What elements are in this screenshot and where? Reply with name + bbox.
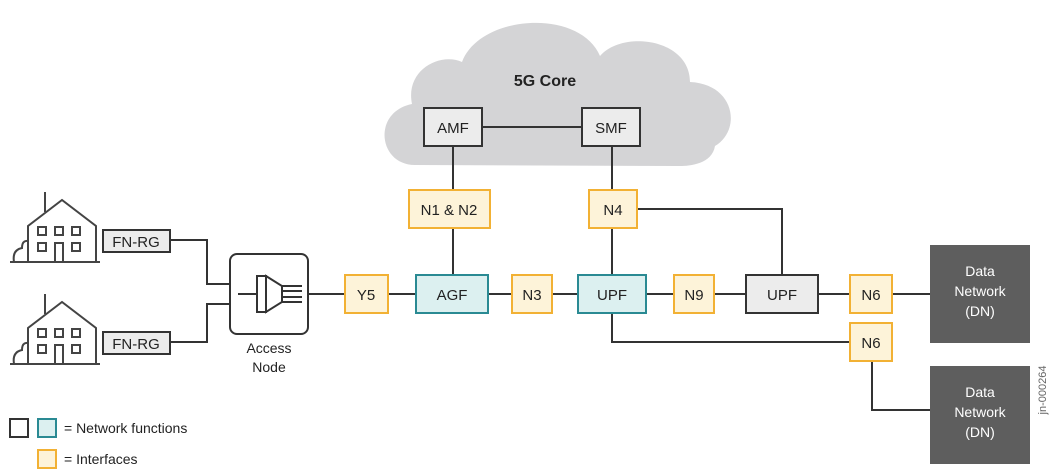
svg-text:Data: Data (965, 384, 995, 400)
access-node: Access Node (229, 253, 309, 375)
smf-node: SMF (581, 107, 641, 147)
data-network-top: Data Network (DN) (930, 245, 1030, 343)
upf-node-main: UPF (577, 274, 647, 314)
svg-text:Network: Network (954, 404, 1006, 420)
svg-text:N6: N6 (861, 287, 880, 304)
svg-text:Data: Data (965, 263, 995, 279)
svg-text:AMF: AMF (437, 120, 469, 137)
interface-n3: N3 (511, 274, 553, 314)
legend-swatch-gray (9, 418, 29, 438)
fn-rg-bottom: FN-RG (102, 331, 171, 355)
upf-node-secondary: UPF (745, 274, 819, 314)
svg-text:UPF: UPF (767, 287, 797, 304)
access-node-label-1: Access (246, 340, 291, 356)
svg-text:N1 & N2: N1 & N2 (421, 202, 478, 219)
interface-n9: N9 (673, 274, 715, 314)
svg-text:Y5: Y5 (357, 287, 375, 304)
svg-text:N6: N6 (861, 335, 880, 352)
svg-text:SMF: SMF (595, 120, 627, 137)
svg-text:N4: N4 (603, 202, 622, 219)
multiplexer-icon (238, 274, 302, 314)
legend-swatch-teal (37, 418, 57, 438)
svg-text:UPF: UPF (597, 287, 627, 304)
connection-lines (170, 126, 930, 411)
legend-interfaces: = Interfaces (64, 451, 138, 467)
interface-n4: N4 (588, 189, 638, 229)
interface-n1-n2: N1 & N2 (408, 189, 491, 229)
legend-swatch-yellow (37, 449, 57, 469)
interface-y5: Y5 (344, 274, 389, 314)
figure-id-watermark: jn-000264 (1037, 366, 1049, 416)
svg-text:AGF: AGF (437, 287, 468, 304)
data-network-bottom: Data Network (DN) (930, 366, 1030, 464)
cloud-label: 5G Core (514, 73, 576, 90)
amf-node: AMF (423, 107, 483, 147)
svg-text:FN-RG: FN-RG (112, 336, 160, 353)
agf-node: AGF (415, 274, 489, 314)
interface-n6-top: N6 (849, 274, 893, 314)
house-icon (10, 192, 100, 263)
svg-text:Network: Network (954, 283, 1006, 299)
svg-text:(DN): (DN) (965, 303, 995, 319)
fn-rg-top: FN-RG (102, 229, 171, 253)
svg-text:N9: N9 (684, 287, 703, 304)
legend: = Network functions = Interfaces (9, 418, 187, 469)
svg-text:(DN): (DN) (965, 424, 995, 440)
legend-network-functions: = Network functions (64, 420, 187, 436)
house-icon (10, 294, 100, 365)
svg-text:FN-RG: FN-RG (112, 234, 160, 251)
access-node-label-2: Node (252, 359, 286, 375)
interface-n6-bottom: N6 (849, 322, 893, 362)
svg-text:N3: N3 (522, 287, 541, 304)
